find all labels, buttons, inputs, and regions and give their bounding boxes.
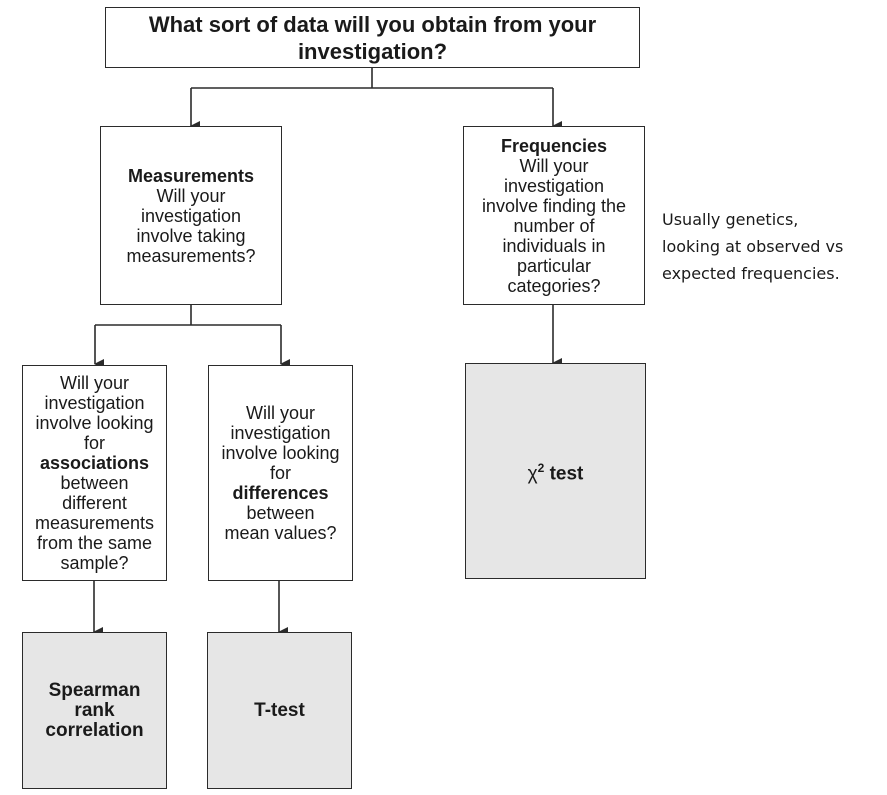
spearman-result-box: Spearman rank correlation [22, 632, 167, 789]
frequencies-line: number of [513, 215, 595, 236]
side-note-line: expected frequencies. [662, 264, 840, 283]
associations-box: Will your investigation involve looking … [22, 365, 167, 581]
associations-keyword: associations [39, 453, 150, 473]
chi-exponent: 2 [537, 460, 545, 475]
associations-line: sample? [60, 553, 129, 573]
frequencies-line: involve finding the [481, 195, 627, 216]
associations-line: different [62, 493, 127, 513]
chi-test-word: test [544, 463, 584, 485]
chi-square-result-box: χ2 test [465, 363, 646, 579]
frequencies-heading: Frequencies [500, 135, 608, 156]
frequencies-line: Will your [519, 155, 589, 176]
differences-line: investigation [230, 423, 331, 443]
differences-line: involve looking [221, 443, 340, 463]
frequencies-line: individuals in [502, 235, 606, 256]
differences-line: between [246, 503, 315, 523]
associations-line: for [83, 433, 105, 453]
differences-box: Will your investigation involve looking … [208, 365, 353, 581]
associations-line: from the same [36, 533, 153, 553]
measurements-heading: Measurements [127, 165, 255, 186]
side-note-line: Usually genetics, [662, 210, 799, 229]
associations-line: between [60, 473, 129, 493]
spearman-line: Spearman [48, 679, 141, 701]
associations-line: involve looking [35, 413, 154, 433]
frequencies-line: categories? [507, 275, 601, 296]
frequencies-line: particular [516, 255, 592, 276]
title-line-1: What sort of data will you obtain from y… [148, 11, 597, 37]
side-note: Usually genetics, looking at observed vs… [662, 206, 884, 287]
differences-line: for [269, 463, 291, 483]
differences-keyword: differences [232, 483, 329, 503]
frequencies-box: Frequencies Will your investigation invo… [463, 126, 645, 305]
measurements-line: measurements? [126, 245, 256, 266]
associations-line: measurements [34, 513, 155, 533]
title-question-box: What sort of data will you obtain from y… [105, 7, 640, 68]
associations-line: Will your [59, 373, 129, 393]
ttest-label: T-test [254, 699, 305, 721]
spearman-line: rank [74, 699, 115, 721]
measurements-line: investigation [140, 205, 242, 226]
side-note-line: looking at observed vs [662, 237, 844, 256]
chi-symbol: χ [527, 463, 538, 485]
title-line-2: investigation? [297, 38, 448, 64]
differences-line: Will your [245, 403, 315, 423]
differences-line: mean values? [224, 523, 337, 543]
measurements-box: Measurements Will your investigation inv… [100, 126, 282, 305]
measurements-line: Will your [156, 185, 226, 206]
ttest-result-box: T-test [207, 632, 352, 789]
chi-square-label: χ2 test [528, 458, 584, 484]
spearman-line: correlation [45, 719, 144, 741]
associations-line: investigation [44, 393, 145, 413]
measurements-line: involve taking [136, 225, 246, 246]
frequencies-line: investigation [503, 175, 605, 196]
